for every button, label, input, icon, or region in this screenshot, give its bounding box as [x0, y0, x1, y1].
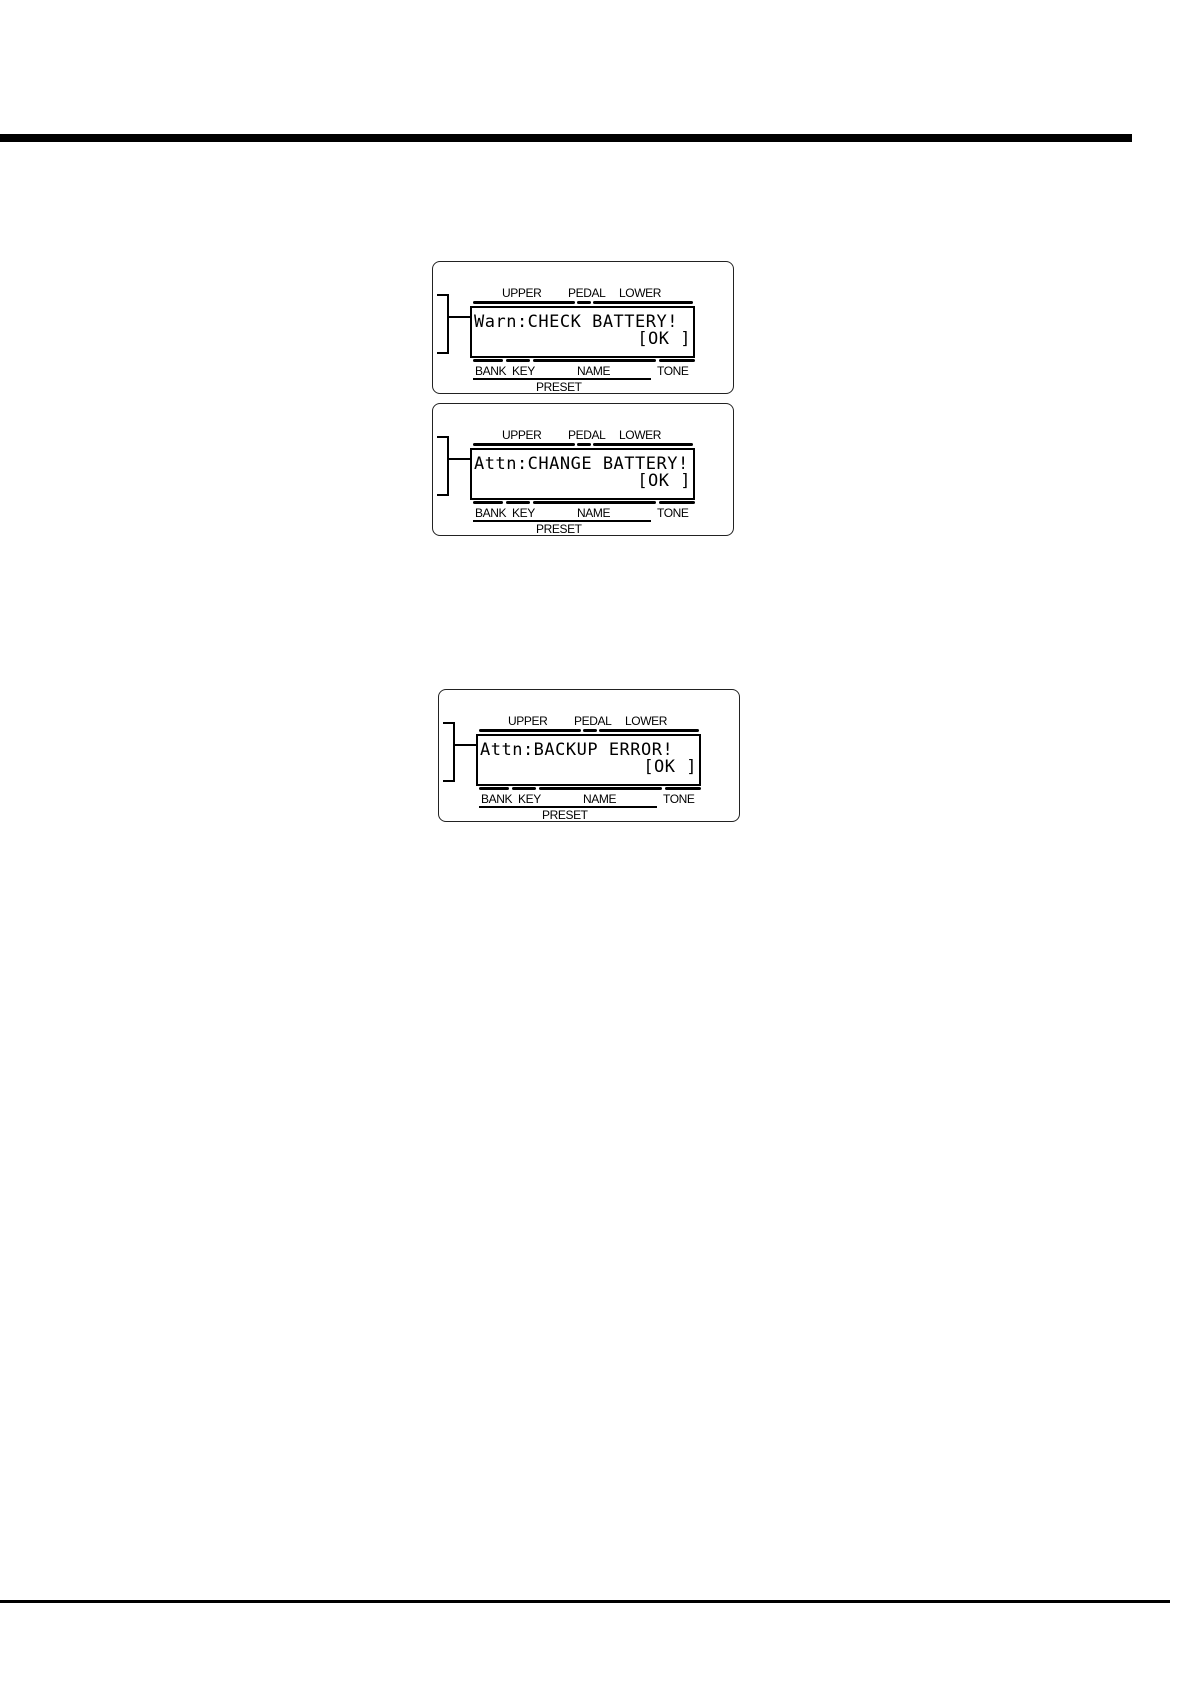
label-name: NAME	[583, 793, 616, 806]
tone-indicator-bar	[665, 787, 701, 790]
label-tone: TONE	[663, 793, 695, 806]
key-indicator-bar	[506, 359, 530, 362]
lcd-panel-attn-change-battery: UPPER PEDAL LOWER Attn:CHANGE BATTERY! […	[432, 403, 734, 536]
bracket-connector	[449, 316, 470, 318]
label-tone: TONE	[657, 365, 689, 378]
name-indicator-bar	[533, 359, 656, 362]
label-name: NAME	[577, 507, 610, 520]
label-tone: TONE	[657, 507, 689, 520]
pedal-indicator-bar	[577, 443, 591, 446]
lcd-screen: Warn:CHECK BATTERY! [OK ]	[470, 306, 695, 358]
label-bank: BANK	[475, 365, 506, 378]
label-preset: PRESET	[542, 809, 588, 822]
label-name: NAME	[577, 365, 610, 378]
key-indicator-bar	[512, 787, 536, 790]
bracket-connector	[449, 458, 470, 460]
upper-indicator-bar	[479, 729, 581, 732]
lcd-screen: Attn:CHANGE BATTERY! [OK ]	[470, 448, 695, 500]
label-upper: UPPER	[502, 287, 541, 300]
label-upper: UPPER	[502, 429, 541, 442]
label-key: KEY	[512, 507, 535, 520]
upper-indicator-bar	[473, 443, 575, 446]
display-bracket	[443, 722, 455, 782]
top-rule	[0, 134, 1132, 142]
label-preset: PRESET	[536, 381, 582, 394]
pedal-indicator-bar	[583, 729, 597, 732]
label-pedal: PEDAL	[568, 287, 605, 300]
lcd-screen: Attn:BACKUP ERROR! [OK ]	[476, 734, 701, 786]
label-pedal: PEDAL	[568, 429, 605, 442]
label-upper: UPPER	[508, 715, 547, 728]
lcd-ok-prompt: [OK ]	[474, 330, 691, 348]
display-bracket	[437, 294, 449, 354]
lcd-panel-attn-backup-error: UPPER PEDAL LOWER Attn:BACKUP ERROR! [OK…	[438, 689, 740, 822]
label-preset: PRESET	[536, 523, 582, 536]
display-bracket	[437, 436, 449, 496]
label-key: KEY	[518, 793, 541, 806]
label-bank: BANK	[481, 793, 512, 806]
tone-indicator-bar	[659, 359, 695, 362]
name-indicator-bar	[533, 501, 656, 504]
lcd-panel-warn-check-battery: UPPER PEDAL LOWER Warn:CHECK BATTERY! [O…	[432, 261, 734, 394]
upper-indicator-bar	[473, 301, 575, 304]
lower-indicator-bar	[593, 301, 693, 304]
pedal-indicator-bar	[577, 301, 591, 304]
bank-indicator-bar	[473, 359, 503, 362]
bank-indicator-bar	[473, 501, 503, 504]
label-key: KEY	[512, 365, 535, 378]
lcd-ok-prompt: [OK ]	[474, 472, 691, 490]
key-indicator-bar	[506, 501, 530, 504]
label-lower: LOWER	[619, 429, 661, 442]
tone-indicator-bar	[659, 501, 695, 504]
lower-indicator-bar	[593, 443, 693, 446]
bank-indicator-bar	[479, 787, 509, 790]
name-indicator-bar	[539, 787, 662, 790]
bottom-rule	[0, 1600, 1170, 1603]
bracket-connector	[455, 744, 476, 746]
label-bank: BANK	[475, 507, 506, 520]
label-pedal: PEDAL	[574, 715, 611, 728]
label-lower: LOWER	[625, 715, 667, 728]
lcd-ok-prompt: [OK ]	[480, 758, 697, 776]
lower-indicator-bar	[599, 729, 699, 732]
label-lower: LOWER	[619, 287, 661, 300]
